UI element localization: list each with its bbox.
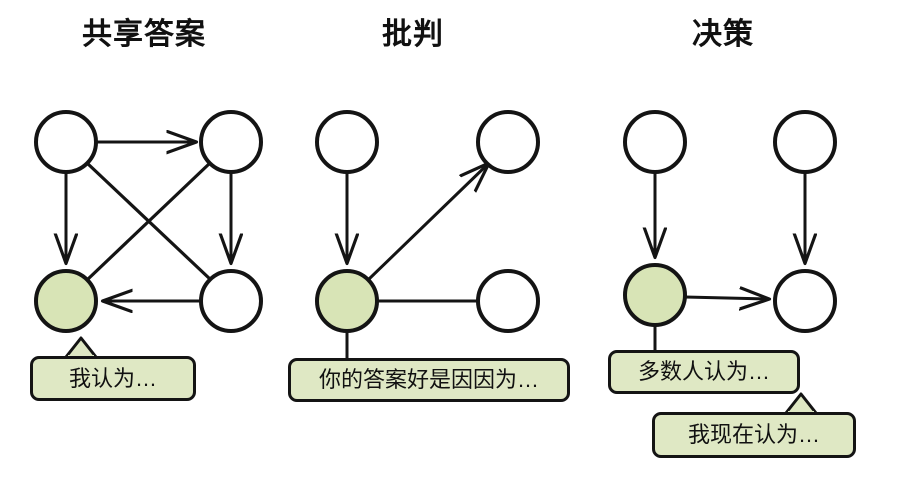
- node-p3-top-right[interactable]: [773, 110, 837, 174]
- edge-p3-bl-to-br: [684, 297, 768, 299]
- node-p3-bottom-left-highlight[interactable]: [623, 263, 687, 327]
- speech-bubble-i-think[interactable]: 我认为…: [30, 356, 196, 401]
- node-p2-bottom-left-highlight[interactable]: [315, 269, 379, 333]
- node-p2-top-left[interactable]: [315, 110, 379, 174]
- node-p1-bottom-right[interactable]: [199, 269, 263, 333]
- speech-bubble-your-answer-is-good-because[interactable]: 你的答案好是因因为…: [288, 358, 570, 402]
- panel-graph-decision: [623, 110, 837, 352]
- panel-title-shared-answer: 共享答案: [82, 18, 206, 51]
- speech-bubble-most-people-think[interactable]: 多数人认为…: [608, 350, 800, 394]
- panel-title-decision: 决策: [692, 18, 754, 51]
- node-p3-top-left[interactable]: [623, 110, 687, 174]
- bubble-1-tail: [64, 336, 98, 359]
- node-p1-top-left[interactable]: [34, 110, 98, 174]
- node-p3-bottom-right[interactable]: [773, 269, 837, 333]
- edge-p2-bl-to-tr: [366, 164, 488, 282]
- bubble-4-tail: [784, 392, 818, 415]
- node-p1-top-right[interactable]: [199, 110, 263, 174]
- panel-graph-critique: [315, 110, 540, 358]
- edge-p1-tr-to-bl: [85, 161, 212, 282]
- panel-title-critique: 批判: [382, 18, 444, 51]
- node-p2-top-right[interactable]: [476, 110, 540, 174]
- node-p2-bottom-right[interactable]: [476, 269, 540, 333]
- panel-graph-shared-answer: [34, 110, 263, 333]
- speech-bubble-i-now-think[interactable]: 我现在认为…: [652, 412, 856, 458]
- node-p1-bottom-left-highlight[interactable]: [34, 269, 98, 333]
